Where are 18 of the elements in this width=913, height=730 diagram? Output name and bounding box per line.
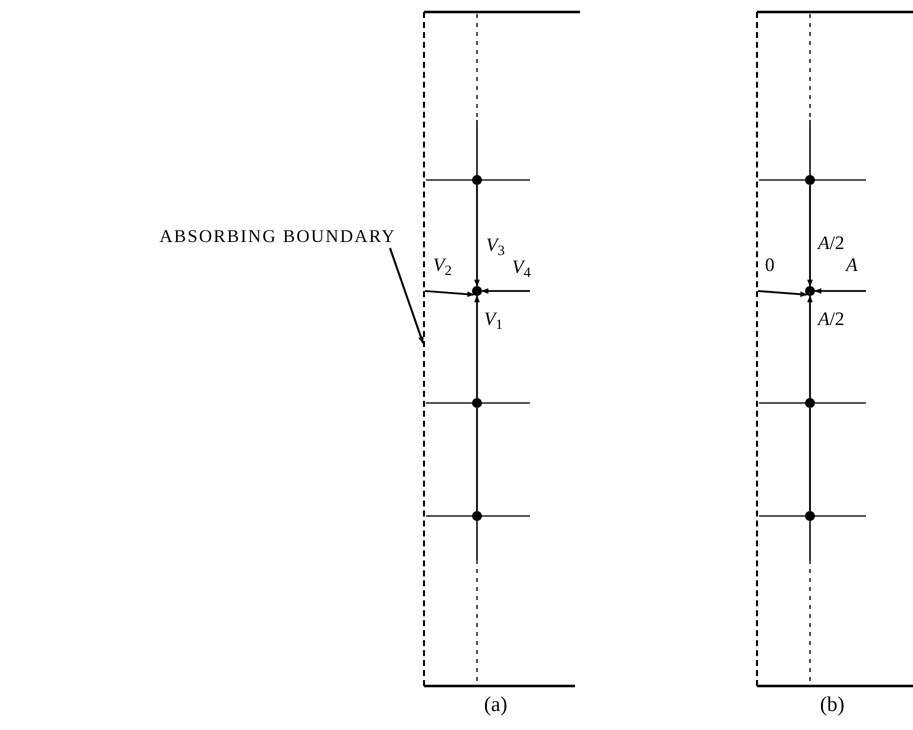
arrow: [807, 295, 813, 398]
arrow: [814, 288, 866, 294]
arrow: [758, 290, 808, 297]
absorbing-boundary-line: [423, 12, 425, 686]
panel-label: (b): [820, 694, 844, 715]
edge-label: V$_{3}$: [486, 236, 505, 255]
arrow: [807, 185, 813, 287]
panel-label: (a): [484, 694, 508, 715]
arrow: [424, 290, 474, 297]
boundary-label: ABSORBING BOUNDARY: [159, 227, 396, 245]
edge-label: V$_{1}$: [484, 310, 503, 329]
arrow: [481, 288, 530, 294]
edge-label: V$_{2}$: [433, 256, 452, 275]
edge-label: V$_{4}$: [512, 258, 531, 277]
absorbing-boundary-line: [756, 12, 758, 686]
leader-arrow: [389, 248, 424, 344]
arrow: [474, 185, 480, 287]
arrow: [474, 295, 480, 398]
